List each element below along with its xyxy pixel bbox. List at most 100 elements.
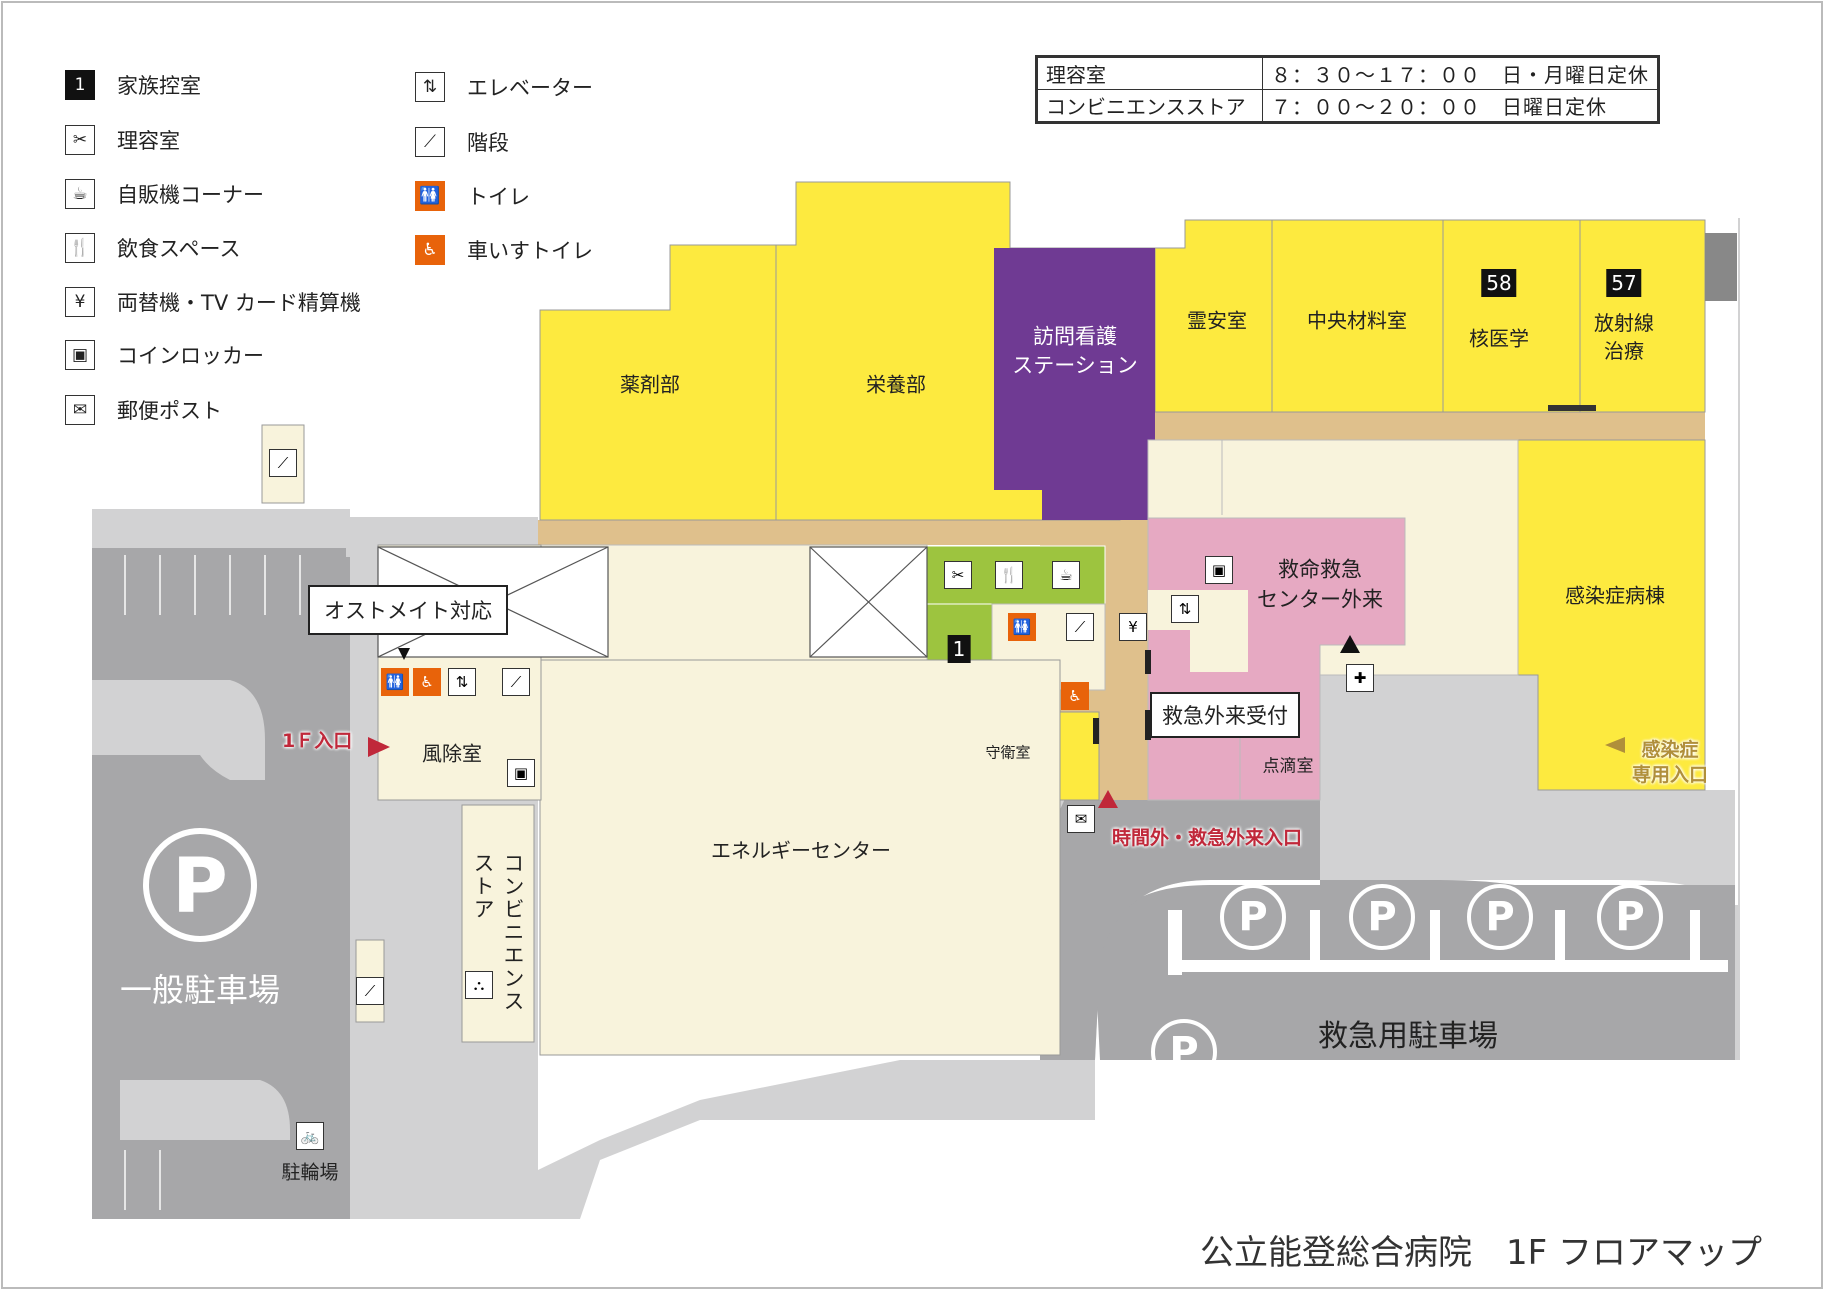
parking-curve	[92, 680, 265, 780]
stairs-icon: ⟋	[415, 127, 445, 157]
legend-item: ¥ 両替機・TV カード精算機	[65, 287, 361, 317]
label-nuclear-medicine: 核医学	[1469, 326, 1529, 351]
after-hours-entrance-label[interactable]: 時間外・救急外来入口	[1112, 827, 1303, 849]
door-mark	[1093, 718, 1099, 744]
toilet-icon: 🚻	[1008, 613, 1036, 641]
legend-label: 家族控室	[117, 74, 201, 98]
after-hours-arrow	[1098, 790, 1118, 808]
void-atrium	[377, 546, 928, 658]
legend-label: 車いすトイレ	[467, 239, 593, 263]
hours-place: 理容室	[1037, 57, 1263, 90]
map-title: 公立能登総合病院 1F フロアマップ	[1200, 1233, 1762, 1273]
label-drip-room: 点滴室	[1262, 756, 1314, 777]
legend-item: ⟋ 階段	[415, 127, 509, 157]
parking-signs	[143, 828, 1663, 1085]
legend-label: 理容室	[117, 129, 180, 153]
hours-row: コンビニエンスストア ７：００～２０：００ 日曜日定休	[1037, 89, 1658, 122]
locker-icon: ▣	[507, 759, 535, 787]
emergency-forecourt	[1040, 640, 1735, 1060]
locker-icon: ▣	[65, 340, 95, 370]
toilet-icon: 🚻	[415, 181, 445, 211]
parking-p-1: P	[1238, 894, 1268, 940]
parking-p-general: P	[172, 840, 228, 930]
legend-label: 階段	[467, 131, 509, 155]
locker-icon: ▣	[1205, 556, 1233, 584]
stairs-icon: ⟋	[1066, 613, 1094, 641]
stairs-icon: ⟋	[269, 449, 297, 477]
vending-icon: ☕	[65, 179, 95, 209]
label-infection-ward: 感染症病棟	[1565, 583, 1665, 608]
legend-item: 🍴 飲食スペース	[65, 233, 240, 263]
badge-57: 57	[1606, 269, 1642, 297]
ramp-stairs	[1705, 233, 1737, 301]
legend-label: コインロッカー	[117, 344, 264, 368]
label-radiotherapy: 放射線 治療	[1594, 311, 1654, 363]
legend-label: 両替機・TV カード精算機	[117, 291, 361, 315]
label-bicycle-parking: 駐輪場	[281, 1161, 339, 1184]
legend-label: 郵便ポスト	[117, 399, 222, 423]
infection-entrance-arrow	[1605, 737, 1625, 753]
label-emergency-center: 救命救急 センター外来	[1257, 557, 1383, 612]
energy-center-fill	[540, 660, 1060, 1055]
door-mark	[1145, 650, 1151, 674]
elevator-icon: ⇅	[448, 668, 476, 696]
legend-label: エレベーター	[467, 76, 593, 100]
family-room-icon: 1	[65, 70, 95, 100]
callout-emergency-reception: 救急外来受付	[1150, 692, 1300, 738]
dining-icon: 🍴	[995, 561, 1023, 589]
legend-label: トイレ	[467, 185, 530, 209]
room-convenience-store	[461, 804, 535, 1043]
legend-item: ⇅ エレベーター	[415, 72, 593, 102]
shop-bag-icon: ⛬	[465, 971, 493, 999]
roundabout-island-stem	[1390, 765, 1480, 845]
dining-icon: 🍴	[65, 233, 95, 263]
door-mark	[1548, 405, 1596, 411]
parking-p-2: P	[1367, 894, 1397, 940]
exchange-icon: ¥	[65, 287, 95, 317]
hours-place: コンビニエンスストア	[1037, 89, 1263, 122]
ambulance-arrow	[1340, 635, 1360, 653]
legend-item: 1 家族控室	[65, 70, 201, 100]
wheelchair-toilet-icon: ♿	[415, 235, 445, 265]
legend-item: ✂ 理容室	[65, 125, 180, 155]
label-wind-room: 風除室	[422, 741, 482, 766]
label-nutrition: 栄養部	[866, 372, 926, 397]
label-convenience-store: コンビニエンスストア	[471, 852, 525, 1013]
hours-row: 理容室 ８：３０～１７：００ 日・月曜日定休	[1037, 57, 1658, 90]
mail-icon: ✉	[1067, 805, 1095, 833]
infection-entrance-label[interactable]: 感染症 専用入口	[1632, 739, 1709, 786]
label-visiting-nurse: 訪問看護 ステーション	[1012, 324, 1138, 378]
parking-p-4: P	[1615, 894, 1645, 940]
bicycle-icon: 🚲	[296, 1122, 324, 1150]
legend-label: 自販機コーナー	[117, 183, 264, 207]
hours-table: 理容室 ８：３０～１７：００ 日・月曜日定休 コンビニエンスストア ７：００～２…	[1035, 55, 1660, 124]
legend-item: ☕ 自販機コーナー	[65, 179, 264, 209]
parking-curve-2	[120, 1080, 290, 1140]
label-central-supply: 中央材料室	[1307, 308, 1407, 333]
badge-family-room: 1	[947, 635, 971, 663]
barber-icon: ✂	[944, 561, 972, 589]
legend-label: 飲食スペース	[117, 237, 241, 261]
label-emergency-parking: 救急用駐車場	[1318, 1019, 1498, 1054]
bottom-road	[538, 1060, 1095, 1219]
elevator-icon: ⇅	[415, 72, 445, 102]
parking-p-5: P	[1169, 1029, 1199, 1075]
label-pharmacy: 薬剤部	[620, 372, 680, 397]
vending-icon: ☕	[1052, 561, 1080, 589]
entrance-1f-arrow	[368, 737, 390, 757]
ambulance-icon: ✚	[1346, 664, 1374, 692]
legend-item: ✉ 郵便ポスト	[65, 395, 222, 425]
hours-time: ７：００～２０：００ 日曜日定休	[1262, 89, 1658, 122]
ostomy-pointer	[398, 648, 410, 660]
badge-58: 58	[1481, 269, 1517, 297]
emergency-parking-lot	[1095, 885, 1735, 1060]
parking-edge	[346, 557, 350, 1219]
entrance-1f-label[interactable]: 1Ｆ入口	[282, 730, 353, 752]
legend-item: ▣ コインロッカー	[65, 340, 264, 370]
barber-icon: ✂	[65, 125, 95, 155]
stairs-icon: ⟋	[356, 977, 384, 1005]
room-energy-center	[539, 659, 1061, 1056]
mail-icon: ✉	[65, 395, 95, 425]
